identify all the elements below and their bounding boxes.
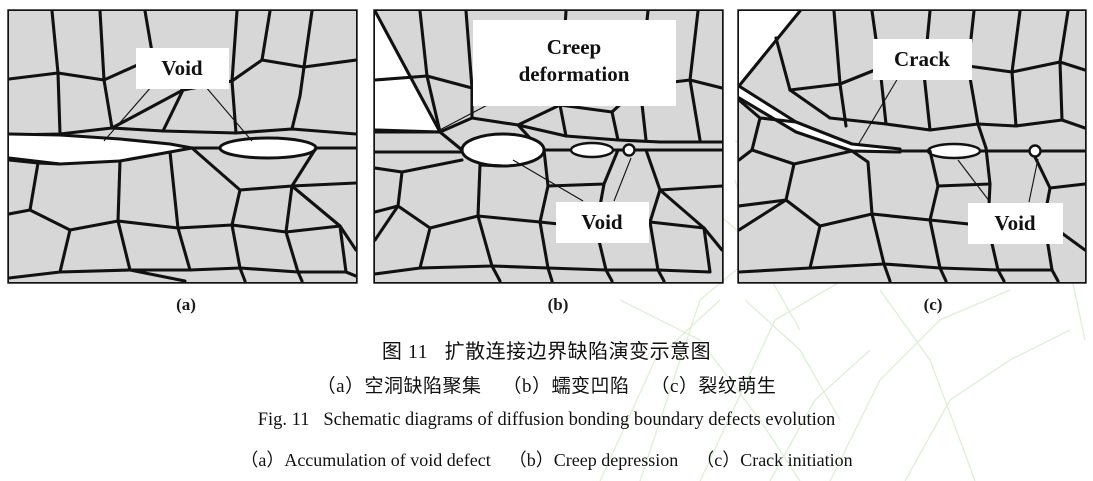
grain-boundaries-lower-c [739, 98, 1085, 282]
caption-chinese-title: 图 11 扩散连接边界缺陷演变示意图 [381, 341, 712, 363]
grain-boundaries-upper-b [375, 11, 722, 144]
void-flat-ellipse-c [926, 142, 982, 160]
callout-void-b: Void [512, 157, 649, 243]
panel-letter-a: (a) [176, 295, 196, 314]
panel-letter-c: (c) [924, 295, 943, 314]
creep-label-box-b [473, 20, 676, 106]
crack-label-c: Crack [894, 47, 950, 71]
panel-c: Crack Void [737, 9, 1087, 284]
void-ellipse-a [218, 136, 318, 160]
void-label-box-a [136, 48, 229, 89]
void-label-box-c [968, 203, 1063, 244]
void-small-circle-c [1028, 144, 1042, 158]
crack-label-box-c [873, 39, 972, 80]
void-label-c: Void [994, 211, 1036, 235]
crack-lower-edge-c [739, 96, 902, 154]
void-label-box-b [556, 202, 649, 243]
grain-boundaries-lower-a [9, 146, 356, 282]
void-large-ellipse-b [460, 132, 546, 168]
void-mid-ellipse-b [569, 141, 615, 159]
caption-english-title: Fig. 11 Schematic diagrams of diffusion … [257, 410, 836, 430]
void-label-b: Void [581, 210, 623, 234]
callout-void-c: Void [957, 158, 1063, 244]
callout-void-a: Void [103, 48, 253, 142]
creep-label-line1-b: Creep [547, 35, 601, 59]
void-small-circle-b [622, 143, 636, 157]
caption-english-subtitle: （a）Accumulation of void defect （b）Creep … [240, 450, 853, 470]
panel-letter-b: (b) [548, 295, 569, 314]
panel-a: Void [7, 9, 358, 284]
crack-upper-edge-c [739, 84, 902, 151]
creep-label-line2-b: deformation [519, 62, 630, 86]
void-label-a: Void [161, 56, 203, 80]
callout-creep-b: Creep deformation [433, 20, 676, 134]
caption-chinese-subtitle: （a）空洞缺陷聚集 （b）蠕变凹陷 （c）裂纹萌生 [316, 376, 777, 397]
panel-b: Creep deformation Void [373, 9, 724, 284]
callout-crack-c: Crack [857, 39, 972, 146]
void-large-lens-a [9, 134, 192, 164]
